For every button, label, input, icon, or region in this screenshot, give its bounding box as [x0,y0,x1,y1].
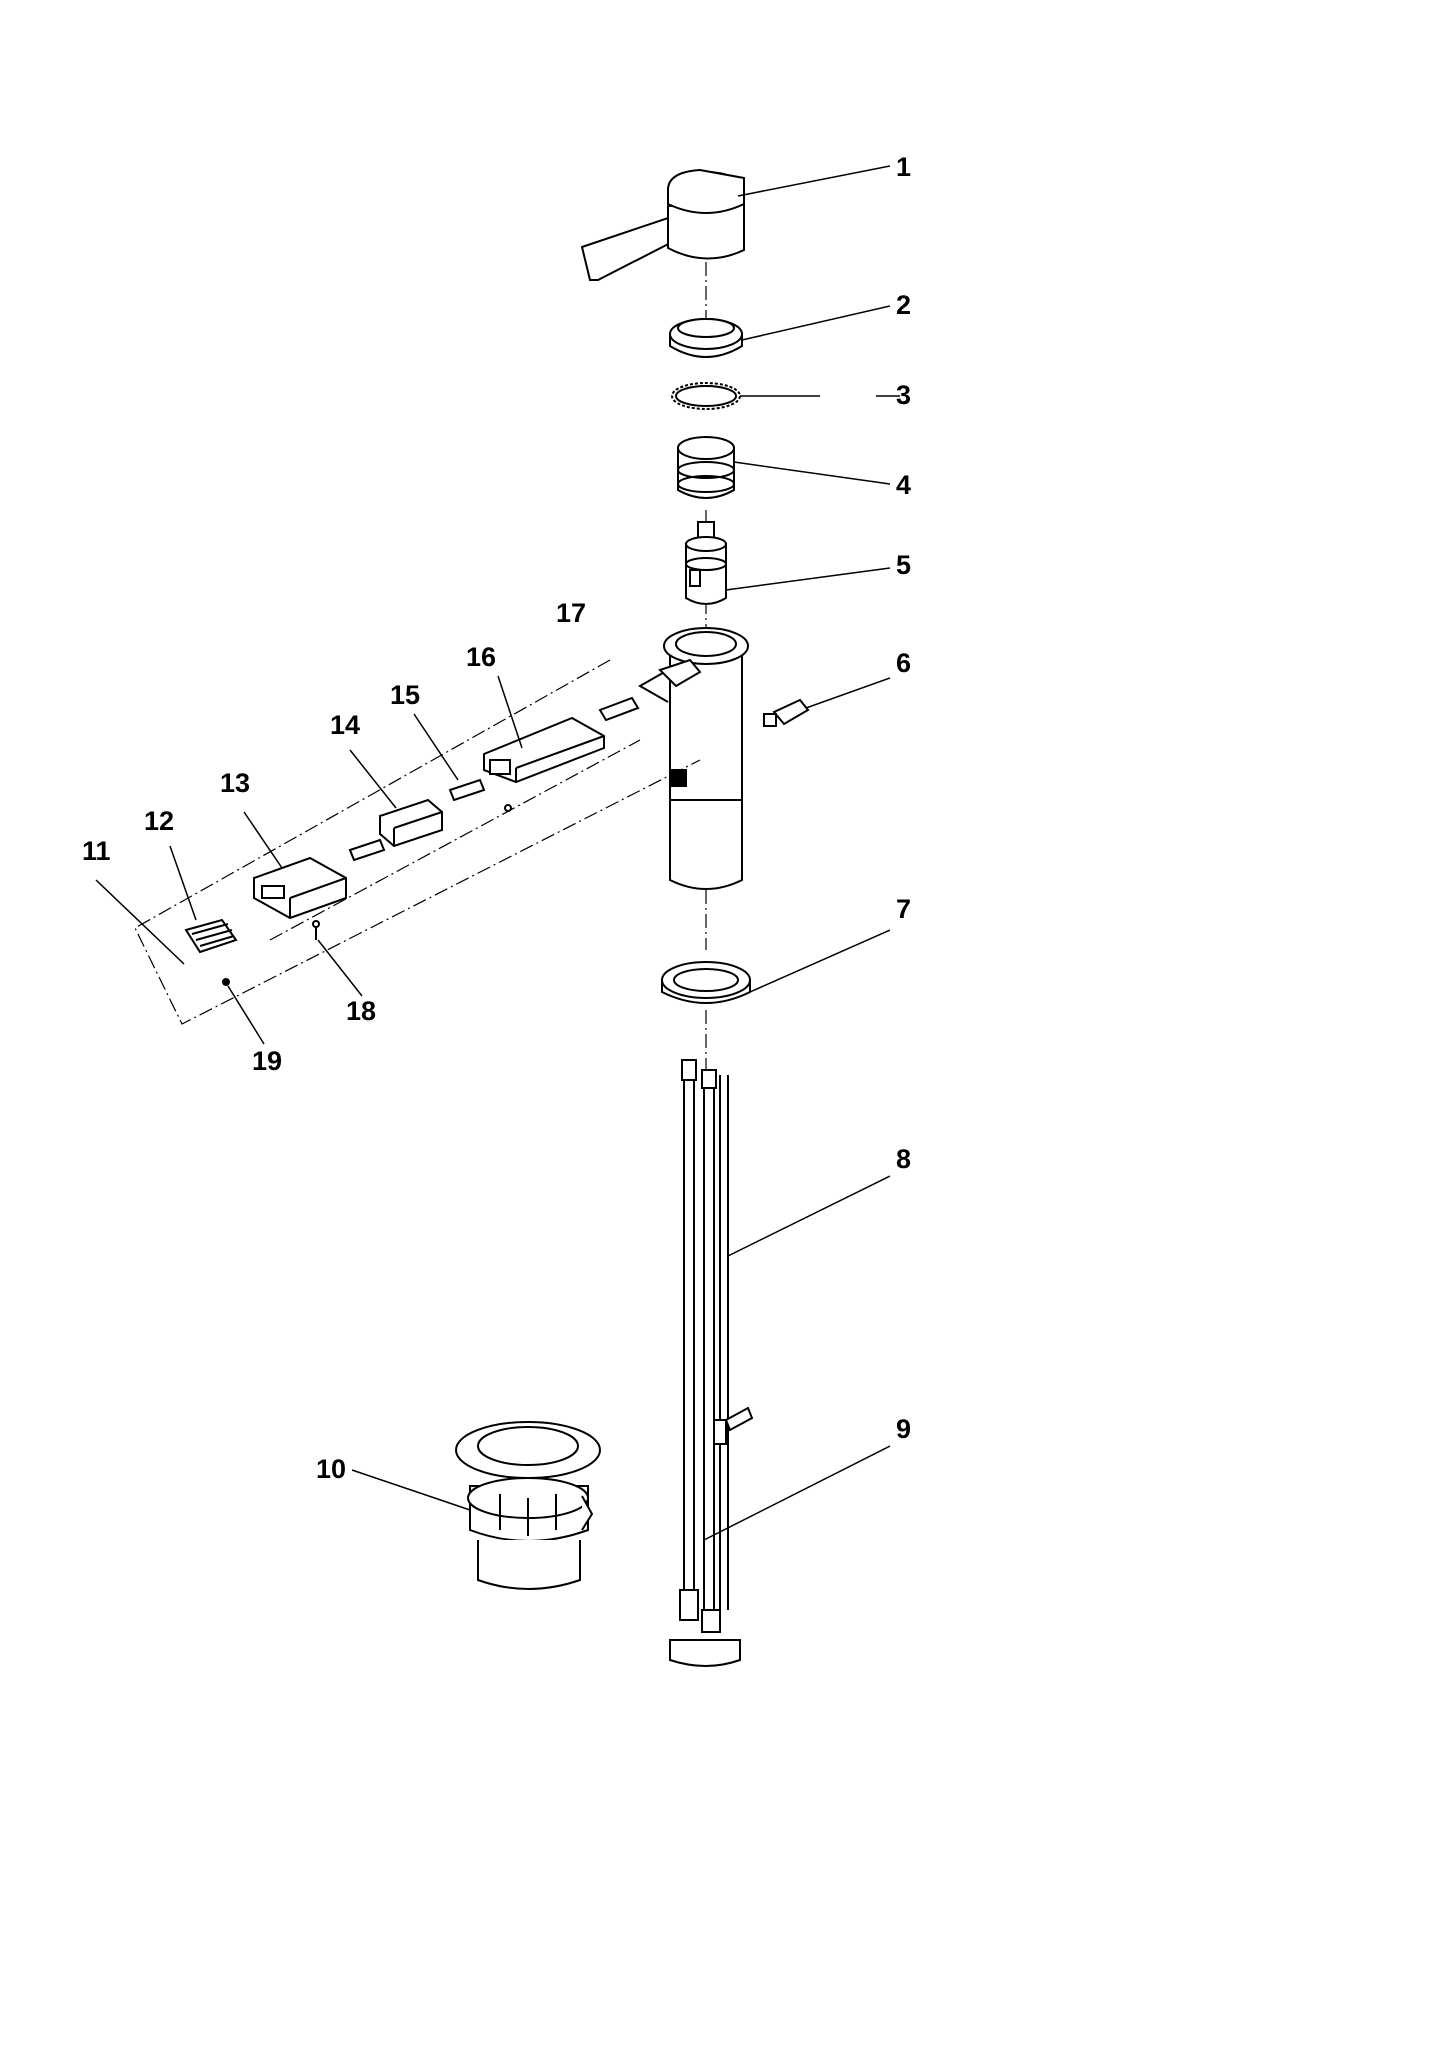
callout-2: 2 [896,290,911,320]
flow-insert-part [379,798,443,848]
callout-5: 5 [896,550,911,580]
callout-13: 13 [220,768,250,798]
tee-connector-part [713,1406,754,1445]
callout-9: 9 [896,1414,911,1444]
callout-4: 4 [896,470,911,500]
o-ring-part [671,382,741,410]
callout-18: 18 [346,996,376,1026]
callout-leaders [95,165,900,1541]
mixer-body-part [637,627,810,890]
callout-11: 11 [82,836,111,866]
fixing-nut-part [661,961,751,1004]
callout-14: 14 [330,710,360,740]
grub-screw-part [312,804,512,940]
callout-8: 8 [896,1144,911,1174]
waste-valve-part [455,1421,601,1590]
callout-7: 7 [896,894,911,924]
callout-10: 10 [316,1454,346,1484]
cap-ring-part [669,318,743,358]
callout-16: 16 [466,642,496,672]
callout-1: 1 [896,152,911,182]
callout-15: 15 [390,680,420,710]
ball-part [222,978,230,986]
threaded-nut-part [677,436,735,499]
callout-6: 6 [896,648,911,678]
supply-hoses-part [669,1059,741,1667]
callout-3: 3 [896,380,911,410]
callout-17: 17 [556,598,586,628]
aerator-insert-part [184,918,238,954]
aerator-housing-part [253,856,347,920]
spout-body-part [483,716,605,784]
callout-19: 19 [252,1046,282,1076]
aerator-exploded-boundary [134,659,701,1025]
callout-12: 12 [144,806,174,836]
cartridge-part [685,521,727,605]
seal-strip-part [348,696,640,862]
callout-labels: 1 2 3 4 5 6 7 8 9 10 11 12 13 14 15 16 1… [82,152,911,1484]
lever-handle-part [580,168,745,281]
